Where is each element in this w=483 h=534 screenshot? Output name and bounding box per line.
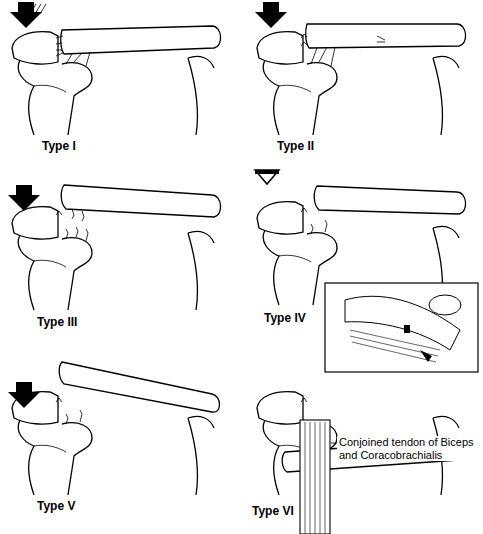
panel-label: Type IV	[262, 312, 308, 326]
panel-label: Type III	[35, 316, 79, 330]
panel-label: Type I	[40, 140, 78, 154]
part-label: Conjoined tendon of Biceps and Coracobra…	[337, 436, 481, 461]
panel-label: Type II	[275, 140, 316, 154]
panel-label: Type VI	[250, 505, 296, 519]
panel-label: Type V	[35, 500, 77, 514]
inset-view	[325, 283, 478, 372]
